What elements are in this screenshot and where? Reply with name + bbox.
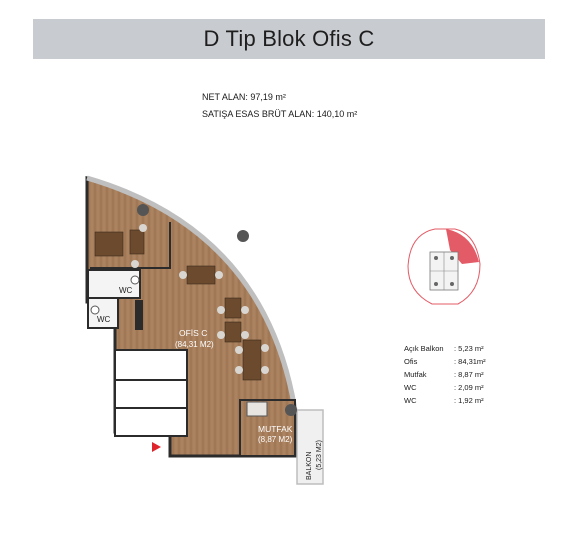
core-column-3 — [434, 282, 438, 286]
balcony — [296, 409, 324, 485]
room-area: : 1,92 m² — [454, 396, 484, 405]
table-row: Mutfak : 8,87 m² — [404, 368, 486, 381]
room-area-table: Açık Balkon : 5,23 m² Ofis : 84,31m² Mut… — [404, 342, 486, 407]
work-table-3 — [242, 339, 262, 381]
room-area: : 2,09 m² — [454, 383, 484, 392]
kitchen-area: (8,87 M2) — [258, 435, 293, 444]
furniture — [94, 229, 262, 381]
curved-facade — [86, 175, 298, 411]
kitchen-counter — [246, 401, 268, 417]
table-row: WC : 1,92 m² — [404, 394, 486, 407]
net-area: NET ALAN: 97,19 m² — [202, 92, 286, 102]
sink-fixture — [130, 275, 140, 285]
table-row: Açık Balkon : 5,23 m² — [404, 342, 486, 355]
entry-arrow-icon — [152, 442, 161, 452]
title-bar: D Tip Blok Ofis C — [33, 19, 545, 59]
wc-label-2: WC — [97, 315, 111, 324]
desk-2 — [129, 229, 145, 255]
balcony-area: (5,23 M2) — [316, 440, 323, 470]
kitchen-label: MUTFAK — [258, 424, 293, 434]
desk-1 — [94, 231, 124, 257]
room-name: Mutfak — [404, 370, 427, 379]
area-info: NET ALAN: 97,19 m² SATIŞA ESAS BRÜT ALAN… — [202, 89, 357, 123]
core-column-2 — [450, 256, 454, 260]
chairs — [131, 224, 269, 374]
partition-wall — [90, 222, 171, 269]
room-area: : 5,23 m² — [454, 344, 484, 353]
work-table-2 — [224, 321, 242, 343]
wc-label-1: WC — [119, 286, 133, 295]
highlighted-unit — [446, 229, 479, 264]
table-row: Ofis : 84,31m² — [404, 355, 486, 368]
shaft-block — [114, 349, 188, 437]
core-column-4 — [450, 282, 454, 286]
toilet-fixture — [90, 305, 100, 315]
balcony-label: BALKON — [306, 452, 313, 480]
plants — [137, 204, 297, 416]
core-column-1 — [434, 256, 438, 260]
table-row: WC : 2,09 m² — [404, 381, 486, 394]
column — [135, 300, 143, 330]
room-area: : 84,31m² — [454, 357, 486, 366]
room-area: : 8,87 m² — [454, 370, 484, 379]
room-name: WC — [404, 383, 417, 392]
room-name: Açık Balkon — [404, 344, 444, 353]
office-label: OFİS C — [179, 328, 207, 338]
page-title: D Tip Blok Ofis C — [203, 26, 375, 51]
meeting-table — [186, 265, 216, 285]
room-name: Ofis — [404, 357, 418, 366]
office-area: (84,31 M2) — [175, 340, 214, 349]
room-name: WC — [404, 396, 417, 405]
building-key-plan-icon — [407, 228, 481, 305]
gross-area: SATIŞA ESAS BRÜT ALAN: 140,10 m² — [202, 109, 358, 119]
work-table-1 — [224, 297, 242, 319]
floor-plan: WC WC OFİS C (84,31 M2) MUTFAK (8,87 M2)… — [85, 175, 324, 485]
